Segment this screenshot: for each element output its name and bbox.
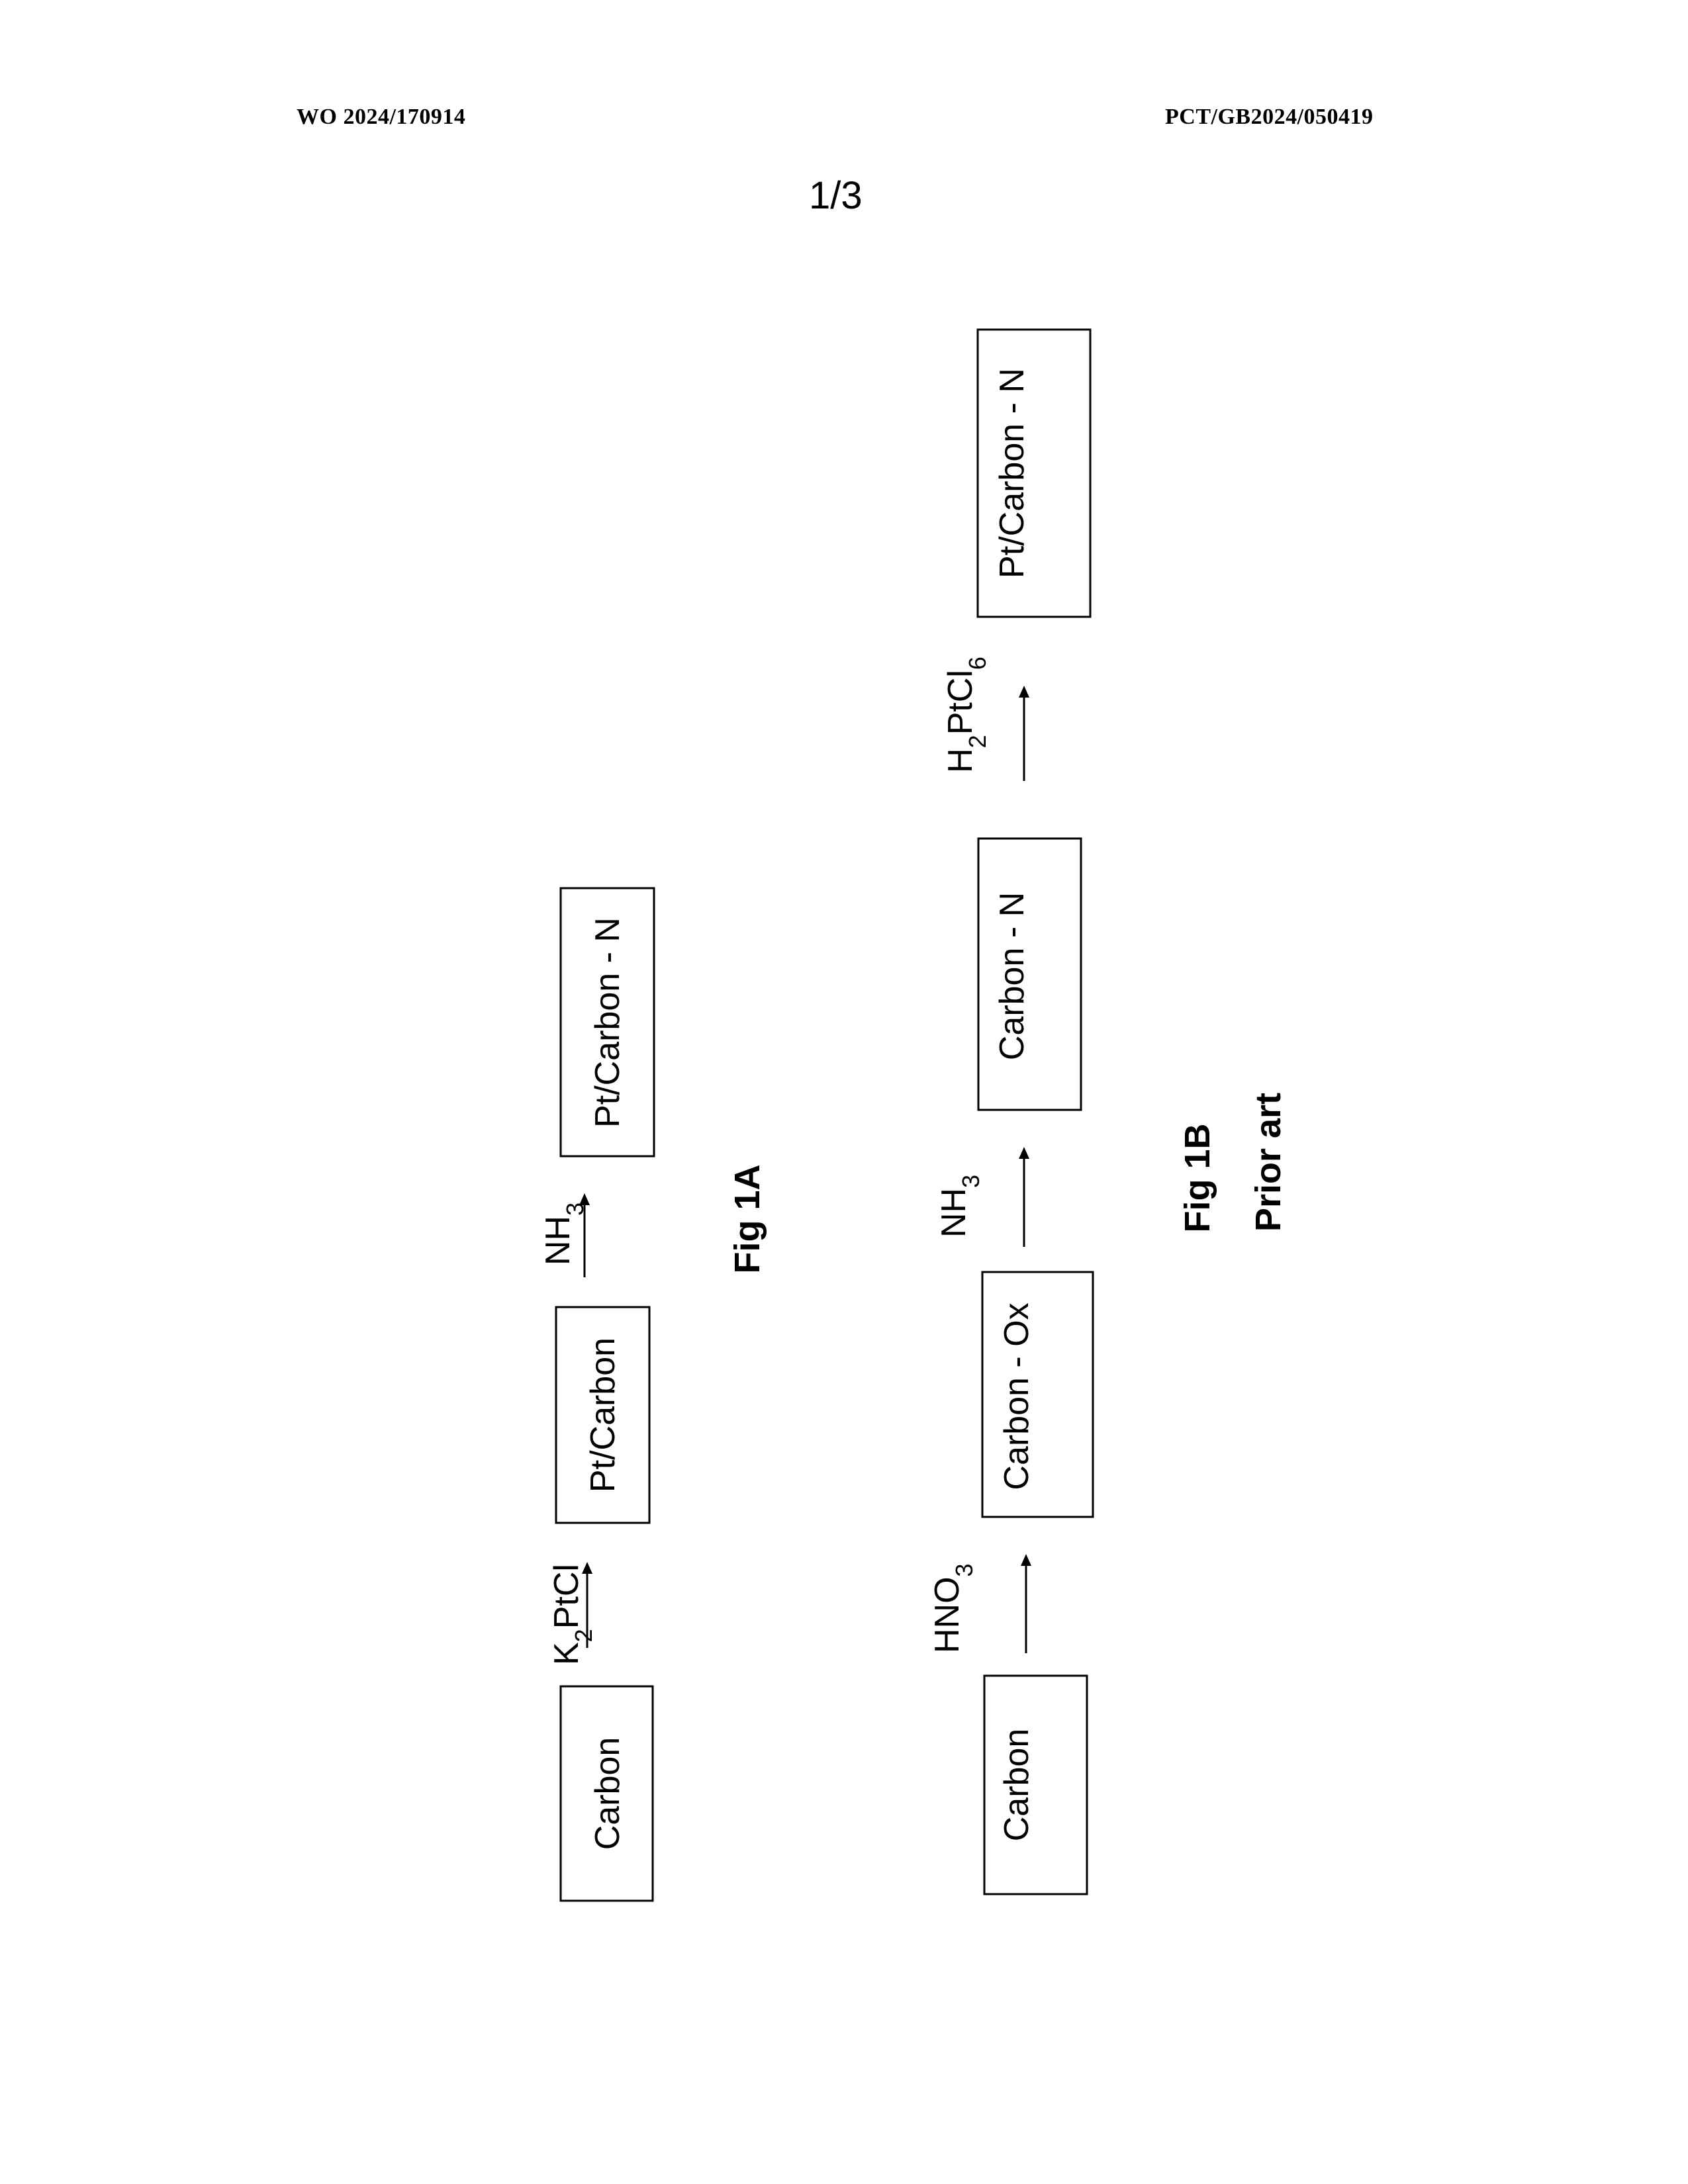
fig-1b-box-carbon: Carbon (984, 1676, 1087, 1894)
fig-1a-box-pt-carbon-n: Pt/Carbon - N (561, 888, 654, 1156)
fig-1b-box-carbon-n-label: Carbon - N (993, 892, 1031, 1060)
fig-1b-box-carbon-label: Carbon (998, 1729, 1036, 1842)
fig-1b-box-pt-carbon-n-label: Pt/Carbon - N (993, 368, 1031, 578)
fig-1a-box-pt-carbon: Pt/Carbon (556, 1307, 649, 1523)
fig-1a-box-pt-carbon-n-label: Pt/Carbon - N (588, 917, 627, 1128)
fig-1a-reagent-2: NH3 (539, 1203, 588, 1265)
fig-1b-reagent-3: H2PtCl6 (941, 657, 991, 773)
fig-1b-box-carbon-ox: Carbon - Ox (982, 1272, 1093, 1517)
fig-1b-reagent-1: HNO3 (928, 1563, 978, 1653)
fig-1a-box-pt-carbon-label: Pt/Carbon (584, 1338, 622, 1492)
fig-1b-reagent-2: NH3 (935, 1175, 984, 1238)
fig-1b-prior-art-label: Prior art (1248, 1093, 1288, 1232)
fig-1b-label: Fig 1B (1178, 1123, 1217, 1232)
fig-1b-arrow-2 (1019, 1147, 1029, 1247)
fig-1b-box-pt-carbon-n: Pt/Carbon - N (978, 330, 1090, 617)
fig-1a-box-carbon-label: Carbon (588, 1737, 627, 1850)
fig-1a: Carbon K2PtCl Pt/Carbon NH3 Pt (539, 888, 767, 1901)
fig-1a-reagent-1: K2PtCl (547, 1564, 597, 1665)
fig-1b-arrow-1 (1021, 1554, 1031, 1653)
fig-1b-box-carbon-ox-label: Carbon - Ox (998, 1302, 1036, 1490)
fig-1b-box-carbon-n: Carbon - N (978, 839, 1081, 1110)
fig-1a-box-carbon: Carbon (561, 1686, 653, 1901)
fig-1b-arrow-3 (1019, 686, 1029, 781)
fig-1b: Carbon HNO3 Carbon - Ox NH3 Ca (928, 330, 1288, 1894)
fig-1a-label: Fig 1A (727, 1164, 767, 1273)
